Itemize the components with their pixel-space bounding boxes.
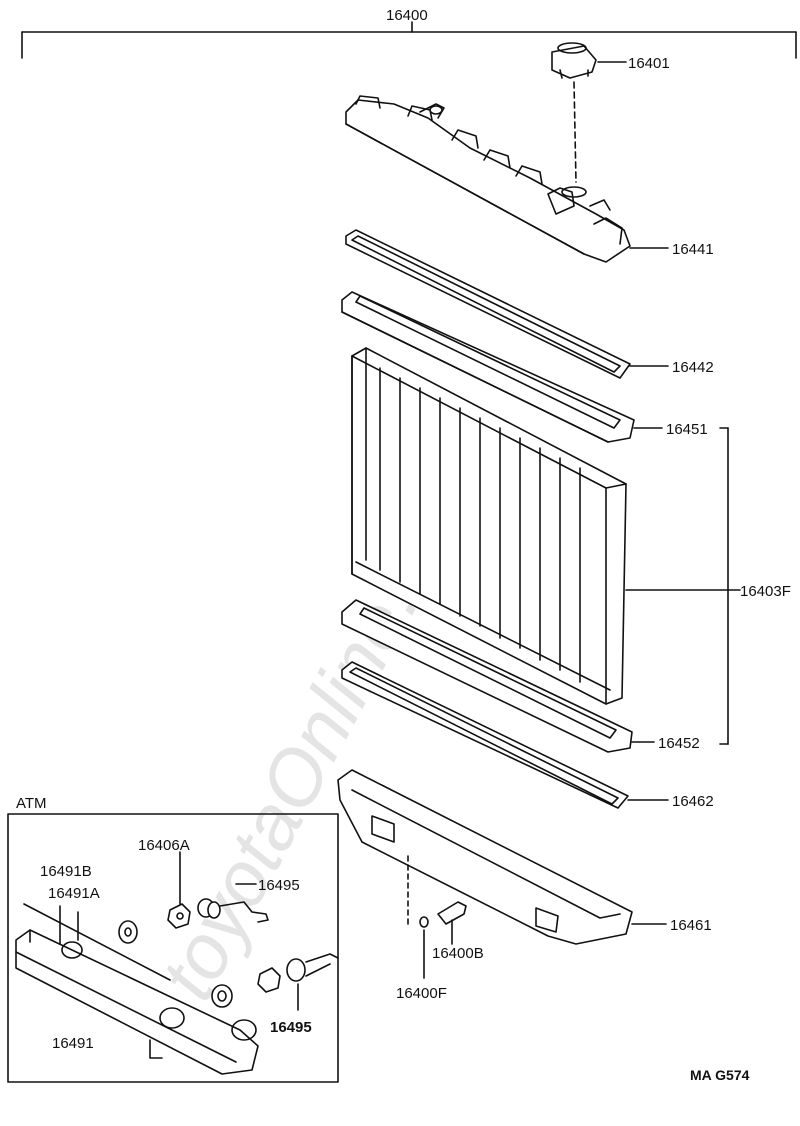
upper-gasket [345, 229, 669, 379]
radiator-core [351, 347, 741, 705]
label-16401: 16401 [628, 55, 670, 72]
core-group-bracket [719, 427, 729, 745]
assembly-bracket [21, 21, 797, 59]
upper-core-plate [341, 291, 663, 443]
label-16406A: 16406A [138, 837, 190, 854]
label-16452: 16452 [658, 735, 700, 752]
label-16491: 16491 [52, 1035, 94, 1052]
label-16441: 16441 [672, 241, 714, 258]
inset-title: ATM [16, 795, 47, 812]
label-16462: 16462 [672, 793, 714, 810]
label-16403F: 16403F [740, 583, 791, 600]
label-16451: 16451 [666, 421, 708, 438]
label-16491B: 16491B [40, 863, 92, 880]
label-16495-lower: 16495 [270, 1019, 312, 1036]
label-16400B: 16400B [432, 945, 484, 962]
label-16442: 16442 [672, 359, 714, 376]
radiator-cap [551, 42, 627, 183]
label-16400F: 16400F [396, 985, 447, 1002]
atm-small-parts [118, 851, 339, 1011]
label-16495-upper: 16495 [258, 877, 300, 894]
lower-gasket [341, 661, 669, 809]
atm-oil-cooler [15, 903, 259, 1075]
label-16400: 16400 [386, 7, 428, 24]
label-16461: 16461 [670, 917, 712, 934]
label-16491A: 16491A [48, 885, 100, 902]
upper-tank [345, 95, 669, 263]
atm-inset-frame [7, 813, 339, 1083]
figure-code: MA G574 [690, 1067, 750, 1083]
lower-tank [337, 769, 667, 945]
lower-core-plate [341, 599, 655, 753]
drain-parts [419, 901, 467, 979]
